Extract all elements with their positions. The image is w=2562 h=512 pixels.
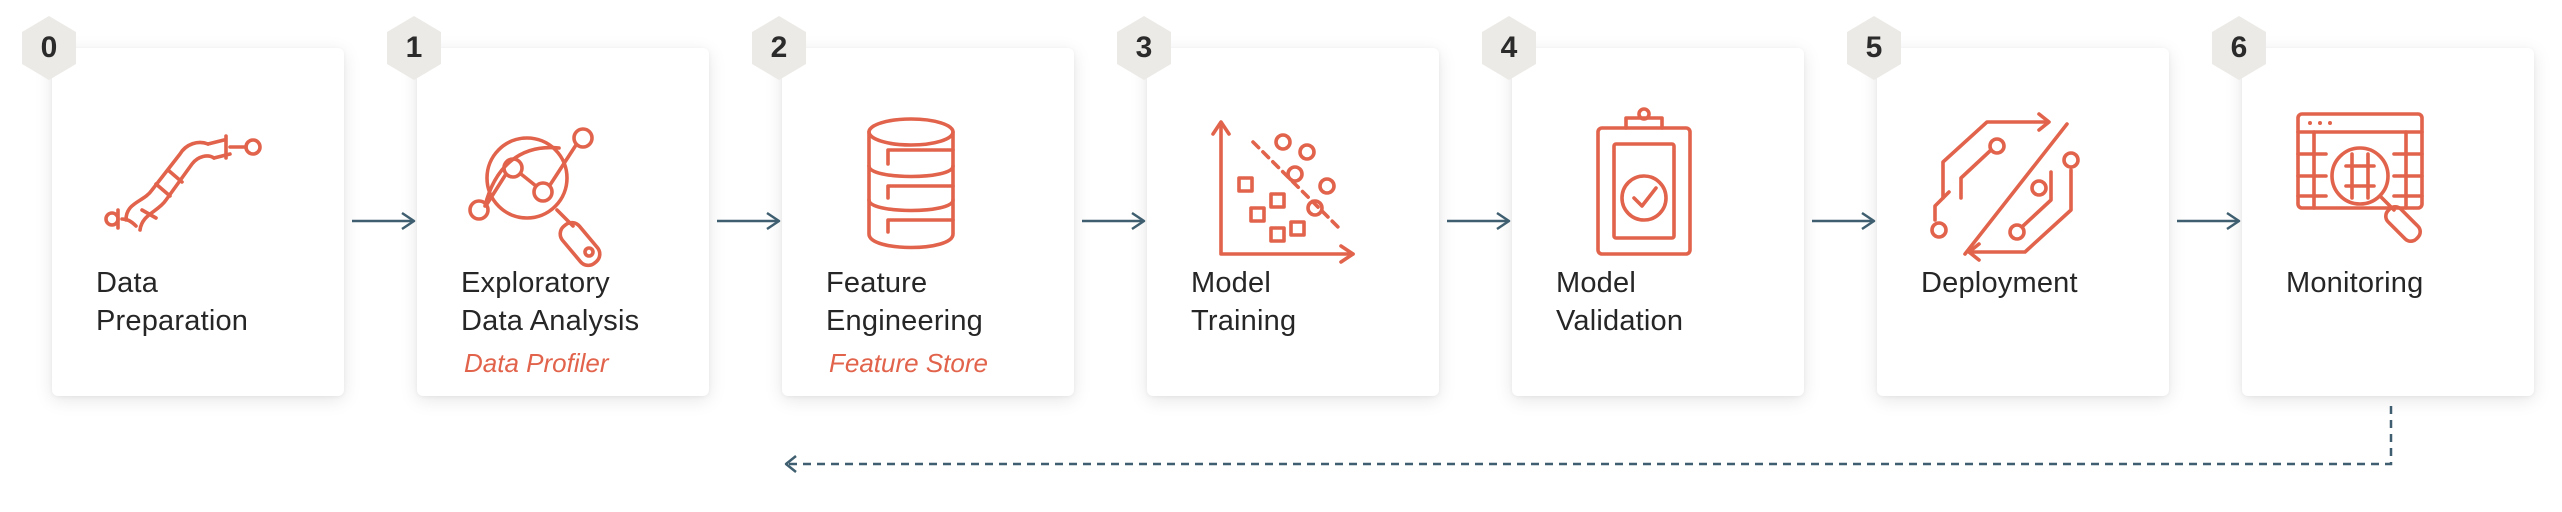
stage-number-badge: 5 [1839, 13, 1909, 83]
flow-arrow-icon [1080, 206, 1150, 236]
flow-arrow-icon [715, 206, 785, 236]
stage-title: Deployment [1921, 264, 2161, 302]
hexagon-icon [1482, 16, 1536, 80]
stage-number-badge: 3 [1109, 13, 1179, 83]
scatter-plot-icon [1191, 102, 1361, 272]
stage-number-badge: 6 [2204, 13, 2274, 83]
stage-number: 5 [1865, 31, 1883, 64]
monitor-magnifier-icon [2286, 102, 2456, 272]
flow-arrow-icon [2175, 206, 2245, 236]
hexagon-icon [1847, 16, 1901, 80]
stage-number: 4 [1500, 31, 1518, 64]
stage-card-6: Monitoring [2242, 48, 2534, 396]
stage-tool-label: Feature Store [829, 348, 988, 378]
circuit-arrows-icon [1921, 102, 2091, 272]
hexagon-icon [387, 16, 441, 80]
stage-number-badge: 1 [379, 13, 449, 83]
stage-title-line: Model [1191, 267, 1271, 299]
hexagon-icon [22, 16, 76, 80]
stage-title-line: Deployment [1921, 267, 2078, 299]
stage-number-badge: 0 [14, 13, 84, 83]
stage-number-badge: 2 [744, 13, 814, 83]
clipboard-check-icon [1556, 102, 1726, 272]
stage-title-line: Feature [826, 267, 928, 299]
stage-title-line: Validation [1556, 305, 1684, 337]
flow-arrow-icon [350, 206, 420, 236]
stage-card-5: Deployment [1877, 48, 2169, 396]
stage-tool-label: Data Profiler [464, 348, 609, 378]
stage-title-line: Model [1556, 267, 1636, 299]
hexagon-icon [1117, 16, 1171, 80]
stage-title-line: Engineering [826, 305, 983, 337]
stage-number: 3 [1135, 31, 1153, 64]
pipe-icon [96, 102, 266, 272]
stage-title: Monitoring [2286, 264, 2526, 302]
stage-number: 1 [405, 31, 423, 64]
stage-title-line: Monitoring [2286, 267, 2424, 299]
stage-title-line: Training [1191, 305, 1297, 337]
hexagon-icon [752, 16, 806, 80]
magnifier-graph-icon [461, 102, 631, 272]
stage-number: 2 [770, 31, 788, 64]
stage-number: 0 [40, 31, 58, 64]
stage-number-badge: 4 [1474, 13, 1544, 83]
hexagon-icon [2212, 16, 2266, 80]
database-icon [826, 102, 996, 272]
stage-title-line: Data [96, 267, 159, 299]
flow-arrow-icon [1445, 206, 1515, 236]
stage-title-line: Exploratory [461, 267, 610, 299]
stage-title-line: Preparation [96, 305, 249, 337]
stage-number: 6 [2230, 31, 2248, 64]
stage-title-line: Data Analysis [461, 305, 640, 337]
flow-arrow-icon [1810, 206, 1880, 236]
